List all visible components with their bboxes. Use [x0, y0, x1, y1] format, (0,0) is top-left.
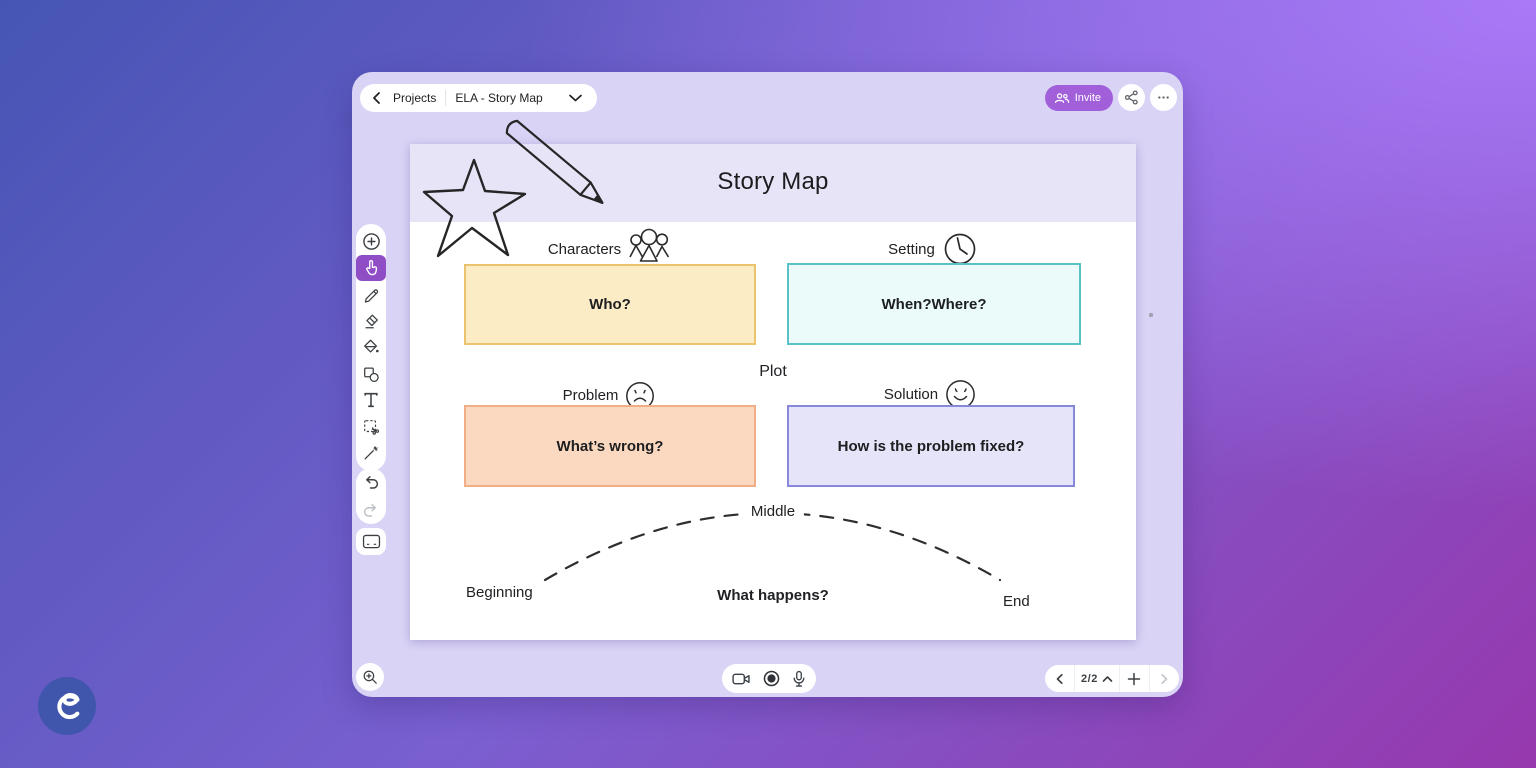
page-indicator-button[interactable]: 2/2: [1074, 665, 1119, 692]
cut-selection-icon: [364, 419, 380, 435]
pen-tool-button[interactable]: [356, 281, 386, 308]
undo-redo-group: [356, 468, 386, 524]
plus-icon: [1128, 672, 1141, 685]
add-page-button[interactable]: [1118, 665, 1149, 692]
microphone-button[interactable]: [792, 670, 806, 688]
page-navigation: 2/2: [1045, 665, 1179, 692]
topbar-actions: Invite: [1044, 84, 1177, 111]
pencil-doodle[interactable]: [502, 116, 632, 266]
story-map-title[interactable]: Story Map: [717, 168, 829, 195]
redo-icon: [363, 503, 376, 517]
back-button[interactable]: [370, 91, 384, 105]
people-icon: [1054, 92, 1069, 103]
setting-label[interactable]: Setting: [888, 241, 935, 258]
undo-button[interactable]: [356, 469, 386, 496]
camera-button[interactable]: [731, 672, 751, 686]
shapes-tool-button[interactable]: [356, 361, 386, 388]
tools-toolbar: [356, 224, 386, 471]
canvas-frame-button[interactable]: [356, 528, 386, 555]
project-dropdown-button[interactable]: [568, 93, 583, 103]
pencil-icon: [364, 289, 379, 303]
characters-label-row: Characters: [464, 228, 756, 269]
ellipsis-icon: [1158, 96, 1169, 99]
story-map-header-band[interactable]: [410, 144, 1136, 222]
whiteboard-app-window: Projects ELA - Story Map Invite: [352, 72, 1183, 697]
solution-label[interactable]: Solution: [883, 386, 939, 403]
scroll-indicator-dot: [1149, 313, 1153, 317]
star-doodle[interactable]: [422, 158, 528, 260]
solution-box[interactable]: How is the problem fixed?: [787, 405, 1075, 487]
hand-pointer-icon: [366, 259, 378, 275]
undo-icon: [366, 476, 379, 489]
characters-box-text: Who?: [589, 296, 631, 313]
paint-bucket-icon: [364, 339, 379, 353]
text-tool-button[interactable]: [356, 387, 386, 414]
hand-tool-button[interactable]: [356, 254, 386, 281]
page-indicator: 2/2: [1081, 672, 1098, 685]
frame-icon: [362, 534, 380, 549]
problem-box[interactable]: What’s wrong?: [464, 405, 756, 487]
characters-label[interactable]: Characters: [547, 241, 622, 258]
shapes-icon: [364, 367, 379, 382]
media-controls: [721, 664, 816, 693]
whiteboard-canvas[interactable]: Story Map Characters Setting Who?: [410, 144, 1136, 640]
text-icon: [364, 393, 378, 408]
magnifier-plus-icon: [363, 670, 377, 684]
plus-circle-icon: [362, 232, 380, 250]
share-icon: [1124, 90, 1138, 105]
chevron-left-icon: [1056, 673, 1063, 684]
chevron-left-icon: [373, 92, 380, 104]
more-options-button[interactable]: [1150, 84, 1177, 111]
microphone-icon: [793, 670, 804, 687]
problem-label[interactable]: Problem: [562, 387, 619, 404]
add-content-button[interactable]: [356, 228, 386, 255]
nav-divider: [445, 90, 447, 106]
record-icon: [763, 670, 779, 687]
project-navigation: Projects ELA - Story Map: [360, 84, 597, 112]
characters-box[interactable]: Who?: [464, 264, 756, 345]
laser-pointer-tool-button[interactable]: [356, 440, 386, 467]
project-name[interactable]: ELA - Story Map: [455, 91, 543, 105]
invite-button[interactable]: Invite: [1044, 84, 1113, 111]
share-button[interactable]: [1118, 84, 1145, 111]
chevron-up-icon: [1102, 675, 1113, 682]
cut-tool-button[interactable]: [356, 414, 386, 441]
logo-e-icon: [49, 688, 85, 724]
projects-label[interactable]: Projects: [393, 91, 437, 105]
end-label[interactable]: End: [1003, 593, 1030, 610]
record-button[interactable]: [762, 669, 781, 688]
fill-tool-button[interactable]: [356, 334, 386, 361]
video-camera-icon: [731, 673, 750, 684]
setting-box-text: When?Where?: [881, 295, 987, 313]
eraser-tool-button[interactable]: [356, 308, 386, 335]
beginning-label[interactable]: Beginning: [466, 584, 533, 601]
characters-people-doodle-icon[interactable]: [626, 227, 672, 269]
explain-everything-logo: [38, 677, 96, 735]
middle-label[interactable]: Middle: [741, 503, 805, 520]
laser-pointer-icon: [364, 446, 378, 460]
redo-button[interactable]: [356, 497, 386, 524]
previous-page-button[interactable]: [1045, 665, 1074, 692]
next-page-button[interactable]: [1148, 665, 1179, 692]
problem-box-text: What’s wrong?: [556, 437, 664, 455]
setting-box[interactable]: When?Where?: [787, 263, 1081, 345]
zoom-button[interactable]: [356, 663, 384, 691]
solution-box-text: How is the problem fixed?: [837, 437, 1025, 455]
story-arc-dashed-curve[interactable]: [510, 469, 1050, 599]
chevron-right-icon: [1161, 673, 1168, 684]
arc-question-text[interactable]: What happens?: [717, 587, 829, 604]
eraser-icon: [365, 314, 378, 329]
chevron-down-icon: [568, 94, 582, 102]
plot-label[interactable]: Plot: [759, 363, 787, 380]
invite-label: Invite: [1074, 91, 1101, 104]
